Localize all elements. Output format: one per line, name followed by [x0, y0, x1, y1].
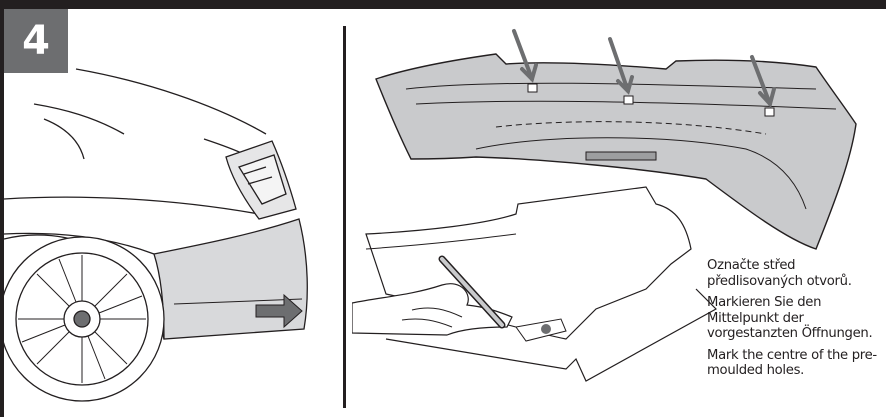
instruction-de: Markieren Sie den Mittelpunkt der vorges…: [707, 295, 885, 342]
wheel: [4, 235, 164, 401]
tail-light: [226, 141, 296, 219]
instruction-en: Mark the centre of the pre-moulded holes…: [707, 348, 885, 379]
instruction-cs: Označte střed předlisovaných otvorů.: [707, 258, 885, 289]
car-rear-icon: [4, 9, 342, 409]
marker-pen-hand-icon: [352, 255, 552, 345]
instruction-text: Označte střed předlisovaných otvorů. Mar…: [707, 258, 885, 385]
top-border: [0, 0, 886, 9]
